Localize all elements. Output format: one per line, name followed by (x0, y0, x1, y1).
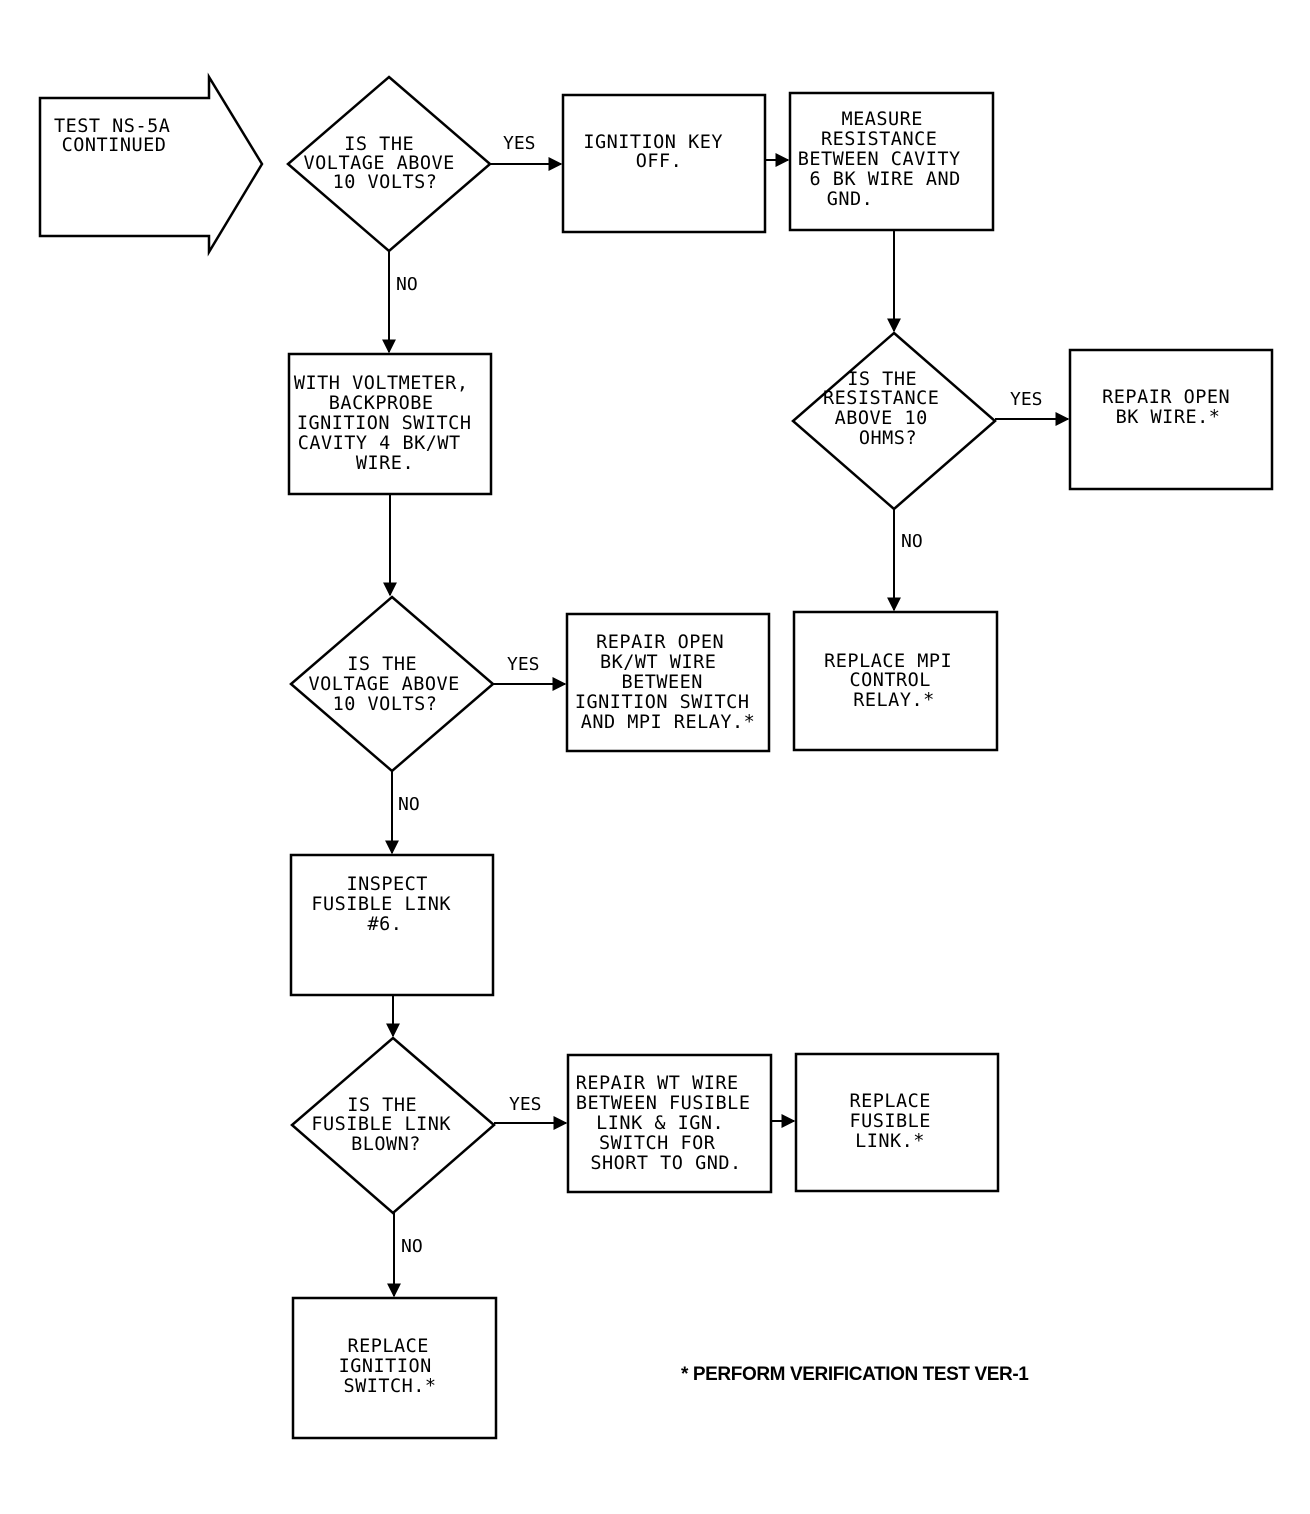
box-replace-fusible-link (794, 1052, 1000, 1193)
box-replace-fusible-link-text: REPLACE FUSIBLE LINK.* (849, 1091, 942, 1152)
label-d3-yes: YES (509, 1094, 542, 1115)
decision-voltage-2-text: IS THE VOLTAGE ABOVE 10 VOLTS? (309, 654, 472, 715)
box-measure-resistance (788, 91, 995, 232)
footnote-verification: * PERFORM VERIFICATION TEST VER-1 (681, 1364, 1029, 1385)
box-repair-wt-wire-text: REPAIR WT WIRE BETWEEN FUSIBLE LINK & IG… (576, 1073, 762, 1174)
label-dres-yes: YES (1010, 389, 1043, 410)
decision-resistance-text: IS THE RESISTANCE ABOVE 10 OHMS? (823, 369, 951, 449)
box-ignition-key-off-text: IGNITION KEY OFF. (583, 132, 734, 172)
start-block-arrow (38, 72, 264, 257)
start-label: TEST NS-5A CONTINUED (54, 116, 182, 156)
box-inspect-fusible-link-text: INSPECT FUSIBLE LINK #6. (311, 874, 462, 935)
decision-fusible-link-text: IS THE FUSIBLE LINK BLOWN? (311, 1095, 462, 1155)
box-repair-open-bk-wire (1068, 348, 1274, 491)
label-dres-no: NO (901, 531, 923, 552)
label-d1-yes: YES (503, 133, 536, 154)
box-measure-resistance-text: MEASURE RESISTANCE BETWEEN CAVITY 6 BK W… (798, 109, 973, 210)
box-repair-wt-wire (566, 1053, 773, 1194)
box-replace-mpi-relay (792, 610, 999, 752)
box-replace-ignition-switch-text: REPLACE IGNITION SWITCH.* (339, 1336, 444, 1397)
box-repair-open-bk-wire-text: REPAIR OPEN BK WIRE.* (1102, 387, 1242, 428)
box-repair-open-bkwt-wire (565, 612, 771, 753)
decision-voltage-1-text: IS THE VOLTAGE ABOVE 10 VOLTS? (304, 134, 467, 193)
box-backprobe (287, 352, 493, 496)
box-repair-open-bkwt-wire-text: REPAIR OPEN BK/WT WIRE BETWEEN IGNITION … (575, 632, 761, 733)
box-replace-ignition-switch (291, 1296, 498, 1440)
box-inspect-fusible-link (289, 853, 495, 997)
label-d1-no: NO (396, 274, 418, 295)
label-d2-yes: YES (507, 654, 540, 675)
box-backprobe-text: WITH VOLTMETER, BACKPROBE IGNITION SWITC… (294, 373, 483, 474)
box-replace-mpi-relay-text: REPLACE MPI CONTROL RELAY.* (824, 651, 964, 711)
label-d3-no: NO (401, 1236, 423, 1257)
label-d2-no: NO (398, 794, 420, 815)
box-ignition-key-off (561, 93, 767, 234)
